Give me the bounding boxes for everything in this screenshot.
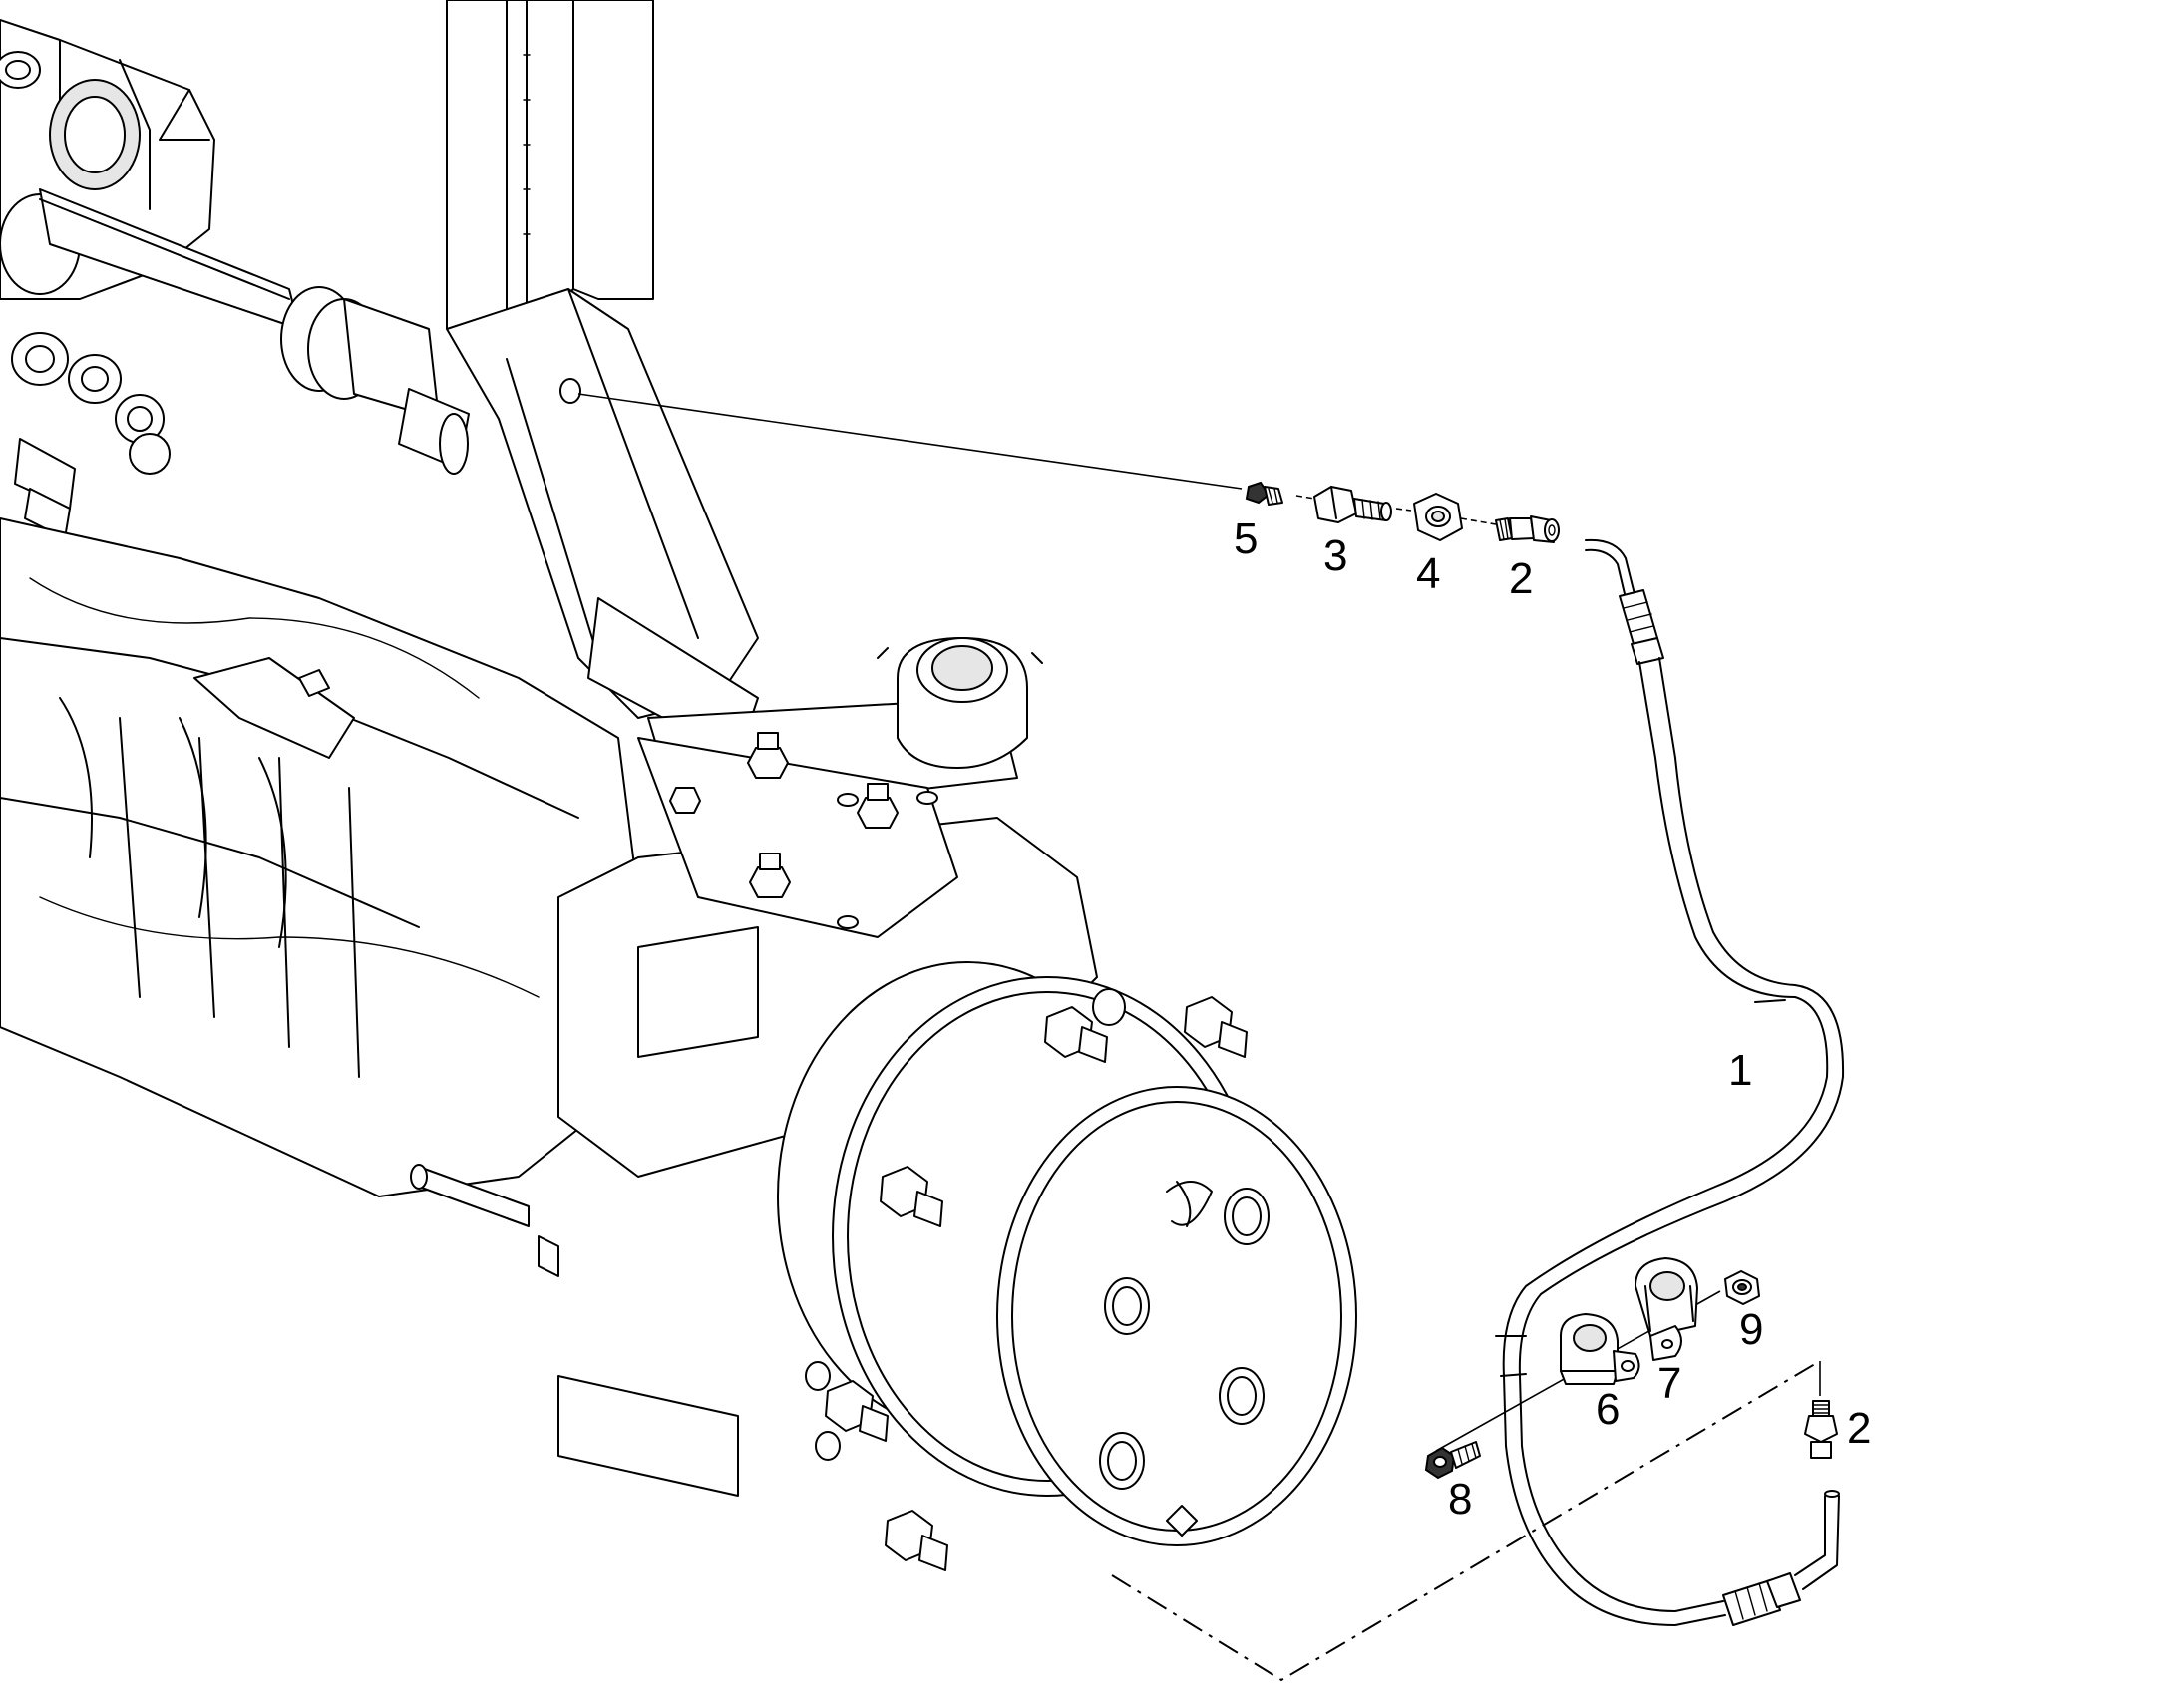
callout-6: 6 xyxy=(1596,1385,1620,1434)
lower-pin xyxy=(410,1164,739,1497)
part-7-clamp xyxy=(1635,1257,1698,1361)
wheel-studs xyxy=(805,988,1248,1571)
hydraulic-hose xyxy=(1495,538,1845,1626)
part-3-adaptor xyxy=(1313,486,1392,523)
callout-8: 8 xyxy=(1448,1475,1472,1524)
wheel-nut xyxy=(880,1166,943,1227)
axle-assembly-drawing xyxy=(0,0,1357,1571)
wheel-nut xyxy=(825,1380,889,1442)
part-8-bolt xyxy=(1424,1441,1481,1480)
callout-labels: 5 3 4 2 1 9 7 6 2 8 xyxy=(1234,514,1871,1524)
wheel-hub xyxy=(777,961,1357,1546)
part-9-nut xyxy=(1724,1270,1760,1305)
callout-7: 7 xyxy=(1657,1359,1681,1408)
part-6-clamp xyxy=(1560,1313,1640,1385)
callout-2-bottom: 2 xyxy=(1847,1404,1871,1453)
callout-4: 4 xyxy=(1416,549,1440,598)
bracket-plate-bolts xyxy=(637,732,958,938)
part-4-nut xyxy=(1413,493,1463,541)
bolt xyxy=(857,783,899,829)
mast-column xyxy=(446,0,654,360)
callout-1: 1 xyxy=(1728,1046,1752,1095)
part-2-bottom-fitting xyxy=(1804,1400,1838,1459)
part-2-top-fitting xyxy=(1495,515,1560,543)
callout-5: 5 xyxy=(1234,514,1258,563)
callout-9: 9 xyxy=(1739,1305,1763,1354)
wheel-nut xyxy=(1184,996,1248,1058)
drive-shaft xyxy=(39,188,470,475)
leader-dash-5-3 xyxy=(1295,495,1315,500)
leader-dash-3-4 xyxy=(1395,508,1412,512)
hose-body-inner xyxy=(1518,657,1845,1612)
callout-2-top: 2 xyxy=(1509,554,1533,603)
centerline-dashdot xyxy=(1111,1360,1821,1682)
bolt xyxy=(669,787,701,814)
wheel-nut xyxy=(885,1510,948,1571)
bolt xyxy=(749,853,791,898)
leader-line-top xyxy=(577,393,1243,490)
hose-body-outer xyxy=(1502,661,1829,1626)
bolt xyxy=(747,732,789,779)
part-5-nipple xyxy=(1245,481,1283,506)
axle-body xyxy=(0,517,639,1197)
leader-dash-4-2 xyxy=(1460,517,1497,525)
left-hydraulic-fittings xyxy=(11,332,171,539)
king-pin-cap xyxy=(877,637,1043,769)
hose-top-tube xyxy=(1585,538,1636,599)
callout-3: 3 xyxy=(1323,531,1347,580)
wheel-nut xyxy=(1044,1006,1108,1063)
